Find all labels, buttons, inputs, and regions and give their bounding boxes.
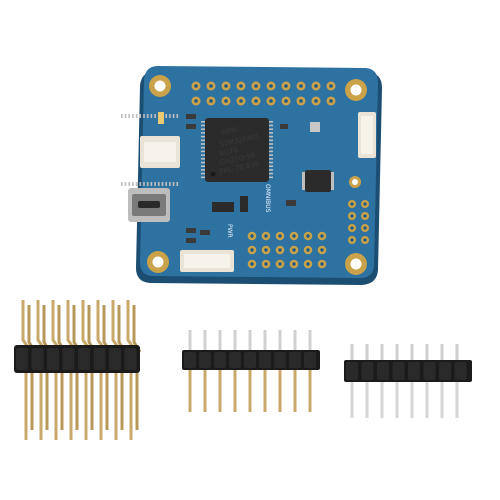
jst-connector-right (358, 112, 376, 158)
bottom-pad-grid (247, 231, 327, 269)
top-pad-rows (191, 81, 336, 106)
micro-usb-port (128, 188, 170, 222)
angled-pin-header (14, 300, 142, 440)
mcu-chip: ARM STM32F405 RGT6 GH27Q 9R PHL 7B 830 (121, 114, 273, 186)
mounting-holes (147, 75, 367, 275)
smd-components (158, 112, 361, 243)
board-name-silkscreen: OMNIBUS (264, 184, 271, 213)
pwr-silkscreen: PWR (226, 224, 233, 238)
flight-controller-board: ARM STM32F405 RGT6 GH27Q 9R PHL 7B 830 (121, 66, 382, 285)
small-chip (302, 170, 334, 192)
mcu-line2: RGT6 (219, 146, 240, 158)
straight-pin-header-right (344, 344, 472, 418)
mcu-brand: ARM (221, 126, 238, 137)
jst-connector-bottom (180, 250, 234, 272)
straight-pin-header-middle (182, 330, 320, 412)
right-pad-column (348, 200, 369, 244)
jst-connector-left (140, 136, 180, 168)
